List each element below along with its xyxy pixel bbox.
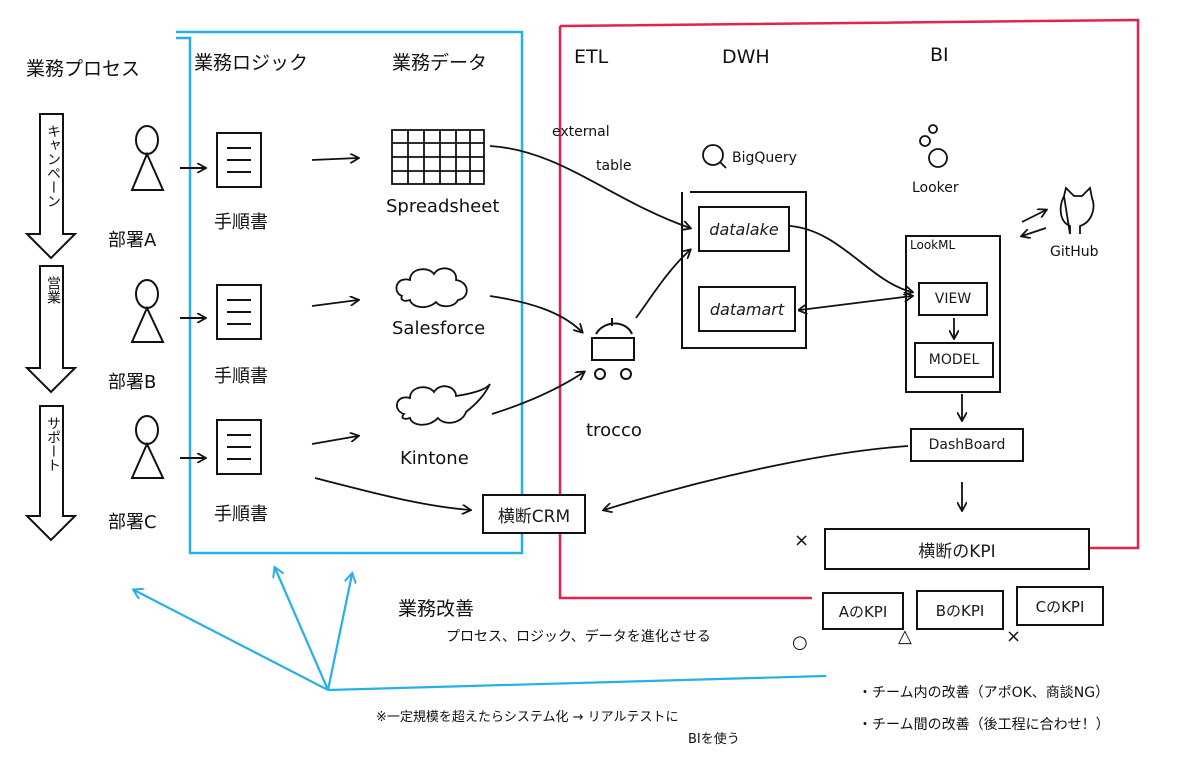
bigquery-icon bbox=[702, 144, 727, 169]
datalake-box: datalake bbox=[698, 206, 790, 252]
person-icon-c bbox=[130, 415, 165, 479]
procedure-label-c: 手順書 bbox=[214, 504, 268, 525]
kpi-box-b: BのKPI bbox=[916, 590, 1004, 630]
arrow-kintone-to-trocco bbox=[491, 372, 584, 415]
data-frame bbox=[558, 18, 1140, 600]
arrow-doc-b-to-data bbox=[311, 300, 358, 307]
cross-kpi-mark: × bbox=[794, 530, 810, 551]
improvement-note-1: ※一定規模を超えたらシステム化 → リアルテストに bbox=[376, 710, 679, 725]
process-header: 業務プロセス bbox=[26, 58, 141, 80]
trocco-icon bbox=[591, 318, 635, 380]
document-icon-c bbox=[216, 419, 262, 475]
bi-header: BI bbox=[930, 44, 949, 66]
dwh-tool-label: BigQuery bbox=[732, 150, 797, 166]
github-icon bbox=[1059, 186, 1095, 235]
view-box: VIEW bbox=[918, 282, 988, 316]
improvement-bullet-2: ・チーム間の改善（後工程に合わせ！） bbox=[858, 717, 1110, 733]
arrow-trocco-to-datalake bbox=[635, 250, 690, 319]
sync-arrows-icon bbox=[1022, 210, 1046, 236]
kpi-mark-c: × bbox=[1006, 626, 1022, 647]
etl-tool-label: trocco bbox=[586, 420, 642, 441]
lookml-frame bbox=[905, 235, 1001, 393]
improvement-subtitle: プロセス、ロジック、データを進化させる bbox=[446, 629, 711, 645]
kpi-mark-a: ○ bbox=[792, 632, 808, 653]
department-a: 部署A bbox=[108, 230, 157, 251]
kintone-cloud-icon bbox=[396, 383, 491, 426]
department-c: 部署C bbox=[108, 512, 157, 533]
arrow-doc-c-to-data bbox=[311, 436, 358, 445]
process-arrow-support bbox=[24, 405, 78, 542]
data-header: 業務データ bbox=[392, 52, 488, 74]
feedback-arrows bbox=[134, 568, 827, 692]
process-step-support: サポート bbox=[44, 416, 62, 472]
lookml-label: LookML bbox=[910, 238, 956, 252]
arrow-spreadsheet-to-datalake bbox=[489, 145, 690, 228]
person-icon-a bbox=[130, 125, 165, 191]
bi-tool-label: Looker bbox=[912, 180, 959, 196]
process-step-campaign: キャンペーン bbox=[44, 124, 62, 208]
arrow-salesforce-to-trocco bbox=[489, 295, 582, 332]
source-spreadsheet: Spreadsheet bbox=[386, 196, 500, 217]
source-kintone: Kintone bbox=[400, 448, 469, 469]
datamart-box: datamart bbox=[698, 286, 796, 332]
procedure-label-b: 手順書 bbox=[214, 366, 268, 387]
person-icon-b bbox=[130, 279, 165, 343]
document-icon-b bbox=[216, 284, 262, 340]
process-arrow-campaign bbox=[24, 113, 78, 260]
salesforce-cloud-icon bbox=[395, 267, 468, 308]
arrow-dashboard-to-crm bbox=[604, 445, 909, 510]
model-box: MODEL bbox=[914, 342, 994, 378]
external-table-label-1: external bbox=[552, 124, 610, 140]
arrow-doc-c-to-crm bbox=[314, 477, 470, 510]
dwh-header: DWH bbox=[722, 46, 770, 68]
improvement-bullet-1: ・チーム内の改善（アポOK、商談NG） bbox=[858, 685, 1110, 701]
external-table-label-2: table bbox=[596, 158, 632, 174]
arrow-datamart-view-bidir bbox=[800, 296, 912, 310]
improvement-note-2: BIを使う bbox=[688, 732, 740, 747]
kpi-box-a: AのKPI bbox=[822, 592, 904, 630]
procedure-label-a: 手順書 bbox=[214, 212, 268, 233]
dwh-frame bbox=[681, 191, 807, 349]
kpi-mark-b: △ bbox=[898, 626, 912, 647]
arrow-datalake-to-view bbox=[789, 225, 912, 292]
arrow-doc-a-to-data bbox=[311, 158, 358, 160]
spreadsheet-icon bbox=[391, 129, 485, 185]
logic-header: 業務ロジック bbox=[194, 52, 309, 74]
process-step-sales: 営業 bbox=[44, 276, 62, 304]
improvement-title: 業務改善 bbox=[398, 598, 475, 620]
vcs-label: GitHub bbox=[1050, 244, 1099, 260]
dashboard-box: DashBoard bbox=[910, 428, 1024, 462]
department-b: 部署B bbox=[108, 372, 157, 393]
etl-header: ETL bbox=[574, 46, 609, 68]
looker-icon bbox=[919, 124, 948, 168]
document-icon-a bbox=[216, 132, 262, 188]
cross-crm-box: 横断CRM bbox=[482, 494, 586, 534]
source-salesforce: Salesforce bbox=[392, 318, 486, 339]
process-arrow-sales bbox=[24, 265, 78, 394]
business-frame bbox=[176, 30, 524, 555]
kpi-box-c: CのKPI bbox=[1016, 586, 1104, 626]
cross-kpi-box: 横断のKPI bbox=[824, 528, 1090, 570]
